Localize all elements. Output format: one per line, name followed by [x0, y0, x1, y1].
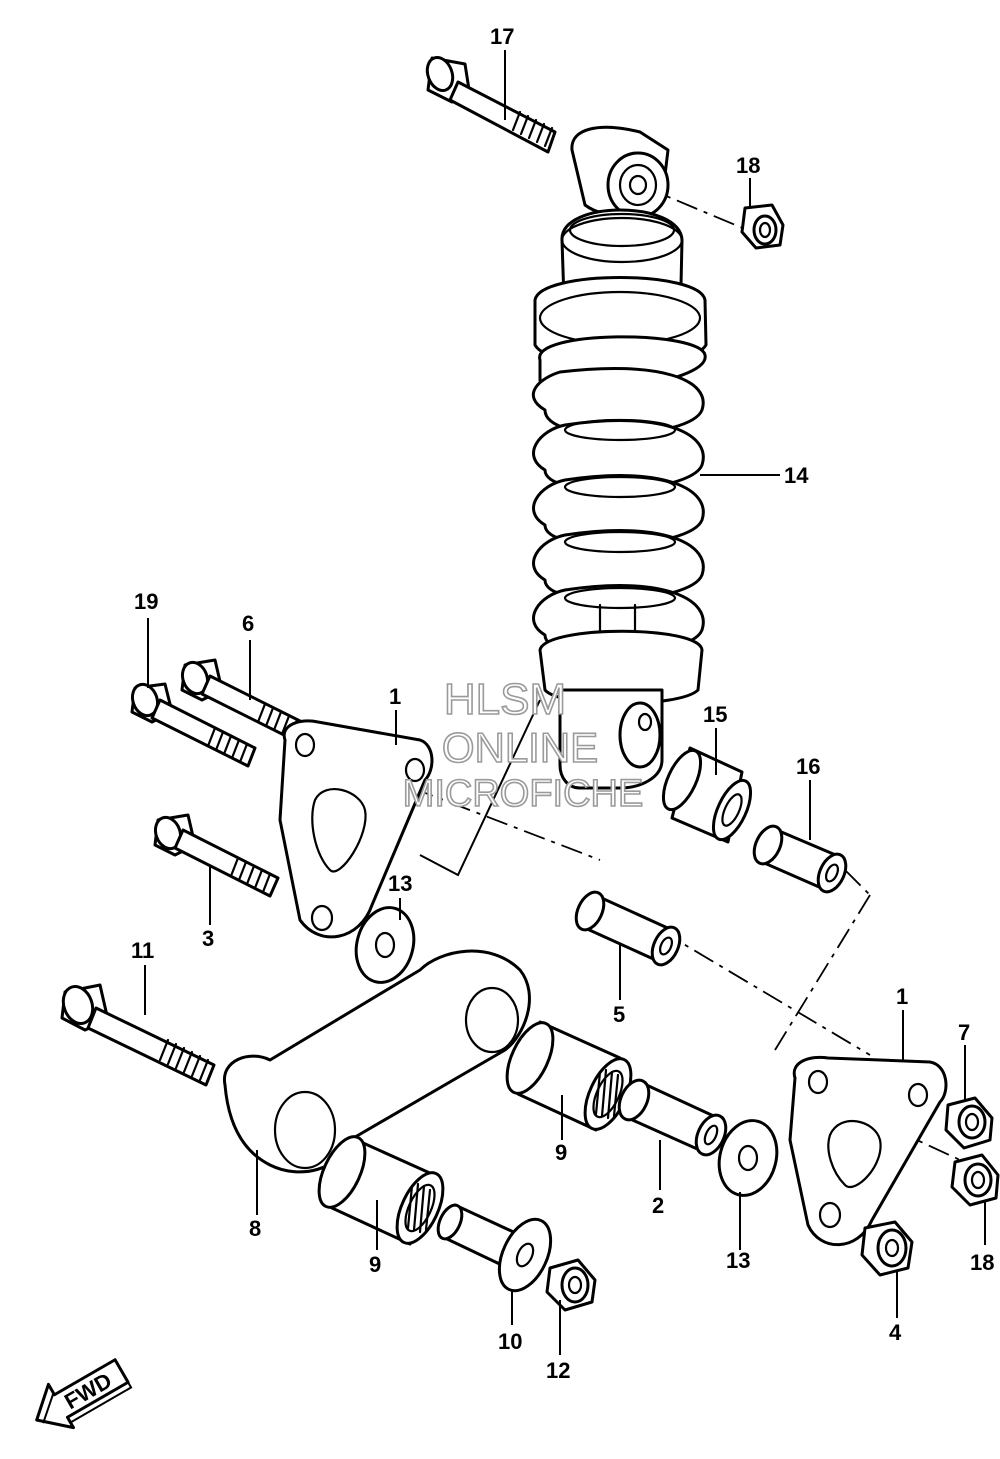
callout-10: 10: [498, 1329, 522, 1354]
watermark-line-1: HLSM: [444, 675, 566, 724]
part-5-spacer: [574, 890, 682, 967]
callout-5: 5: [613, 1002, 625, 1027]
arrow-down-left-icon: FWD: [35, 1358, 133, 1430]
part-4-nut: [860, 1220, 914, 1277]
callout-14: 14: [784, 463, 809, 488]
callout-9-upper: 9: [555, 1140, 567, 1165]
part-8-cushion-lever-link: [223, 949, 531, 1174]
part-18-bottom-nut: [950, 1153, 1000, 1207]
watermark-line-3: MICROFICHE: [403, 773, 644, 815]
part-10-collar: [436, 1203, 553, 1293]
watermark: HLSM ONLINE MICROFICHE: [402, 674, 644, 816]
part-3-bolt: [153, 813, 280, 898]
part-17-shock-top-bolt: [425, 56, 557, 154]
callout-7: 7: [958, 1020, 970, 1045]
part-9-upper-needle-bearing: [505, 1020, 633, 1132]
callout-1-left: 1: [389, 684, 401, 709]
callout-3: 3: [202, 926, 214, 951]
watermark-line-2: ONLINE: [442, 724, 598, 771]
part-12-nut: [545, 1258, 597, 1312]
callout-16: 16: [796, 754, 820, 779]
part-1-right-bracket: [788, 1055, 948, 1247]
callout-13-left: 13: [388, 871, 412, 896]
part-9-lower-needle-bearing: [317, 1135, 445, 1246]
part-19-bolt: [130, 682, 257, 768]
callout-19: 19: [134, 589, 158, 614]
part-13-right-washer: [717, 1119, 779, 1197]
callout-1-right: 1: [896, 984, 908, 1009]
callout-11: 11: [131, 938, 154, 963]
part-1-left-bracket: [278, 719, 434, 939]
part-16-spacer: [752, 824, 848, 894]
callout-leader-lines: [144, 50, 986, 1355]
part-13-left-washer: [354, 906, 416, 984]
callout-12: 12: [546, 1358, 570, 1383]
callout-15: 15: [703, 702, 727, 727]
callout-18-bottom: 18: [970, 1250, 994, 1275]
callout-numbers: 17 18 14 19 6 1 15 16 13 3 11 5 1 7 9 2 …: [131, 24, 994, 1383]
fwd-direction-badge: FWD: [35, 1358, 133, 1430]
part-7-nut: [944, 1096, 994, 1150]
callout-4: 4: [889, 1320, 902, 1345]
part-15-spacer: [661, 746, 753, 844]
callout-6: 6: [242, 611, 254, 636]
callout-17: 17: [490, 24, 514, 49]
callout-18-top: 18: [736, 153, 760, 178]
callout-13-right: 13: [726, 1248, 750, 1273]
callout-8: 8: [249, 1216, 261, 1241]
part-6-bolt: [180, 658, 310, 745]
part-2-spacer: [617, 1078, 728, 1157]
part-18-top-nut: [740, 203, 785, 250]
part-14-rear-shock-absorber: [531, 125, 708, 790]
callout-2: 2: [652, 1193, 664, 1218]
part-11-bolt: [60, 983, 216, 1087]
callout-9-lower: 9: [369, 1252, 381, 1277]
